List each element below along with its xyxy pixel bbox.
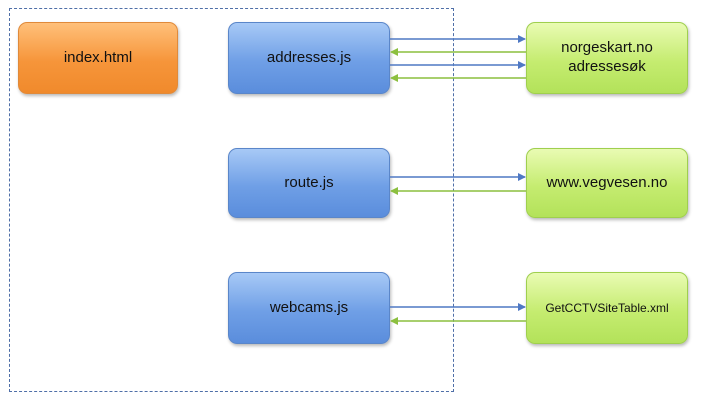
route-js-node: route.js <box>228 148 390 218</box>
index-html-node: index.html <box>18 22 178 94</box>
addresses-js-node: addresses.js <box>228 22 390 94</box>
webcams-js-node: webcams.js <box>228 272 390 344</box>
norgeskart-node: norgeskart.no adressesøk <box>526 22 688 94</box>
index-html-label: index.html <box>63 48 133 66</box>
client-boundary-frame <box>9 8 454 392</box>
norgeskart-label-line2: adressesøk <box>568 58 646 75</box>
cctv-node: GetCCTVSiteTable.xml <box>526 272 688 344</box>
vegvesen-node: www.vegvesen.no <box>526 148 688 218</box>
norgeskart-label-line1: norgeskart.no <box>561 39 653 57</box>
webcams-js-label: webcams.js <box>269 298 349 316</box>
cctv-label: GetCCTVSiteTable.xml <box>545 300 669 315</box>
route-js-label: route.js <box>284 173 334 191</box>
addresses-js-label: addresses.js <box>266 48 352 66</box>
vegvesen-label: www.vegvesen.no <box>546 173 668 191</box>
